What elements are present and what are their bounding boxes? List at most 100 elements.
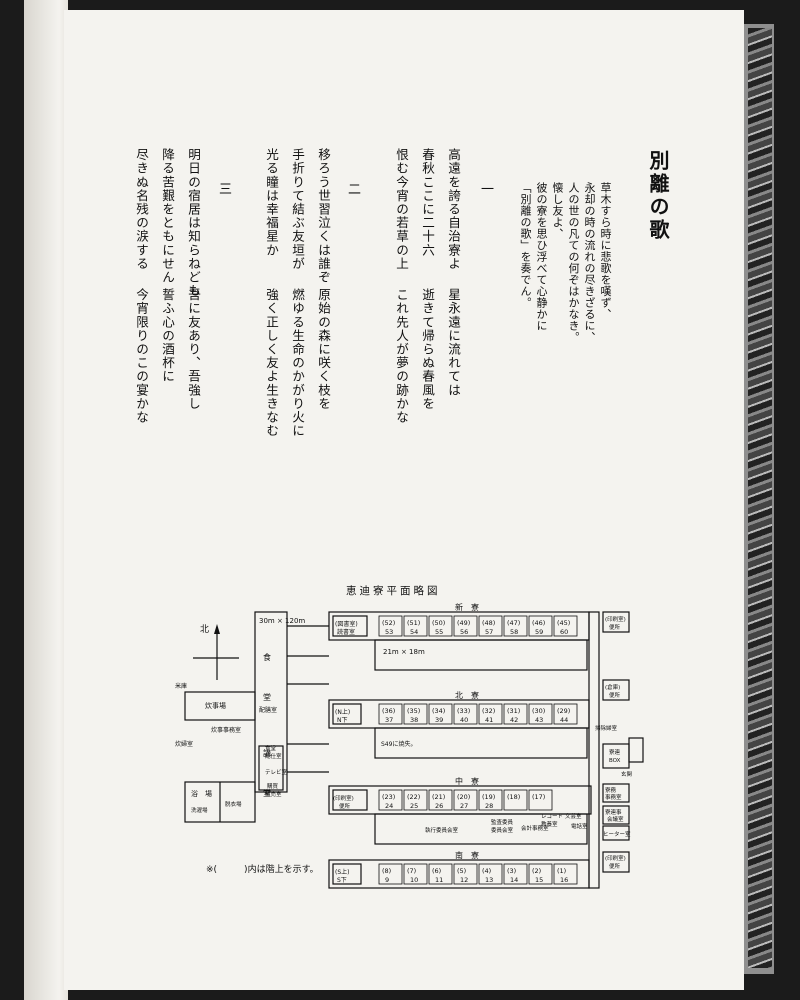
new-wing-room-lower: 57 <box>485 628 493 636</box>
north-wing-room-upper: (34) <box>432 707 445 715</box>
south-lower-label: S下 <box>337 877 347 884</box>
verse-3-line-1: 明日の宿居は知らねども <box>186 148 201 298</box>
dressing-room-label: 脱衣場 <box>225 800 242 808</box>
south-wing-label: 南 寮 <box>455 850 479 860</box>
middle-wing-room-lower: 24 <box>385 802 393 810</box>
verse-3-line-6: 今宵限りのこの宴かな <box>134 288 149 424</box>
middle-wing-rear <box>374 813 588 845</box>
south-wing-room-upper: (4) <box>482 867 491 875</box>
toilet-south-label: 便所 <box>609 862 621 870</box>
north-wing-room-cell <box>503 703 528 725</box>
north-wing-room-cell <box>403 703 428 725</box>
verse-2-line-4: 原始の森に咲く枝を <box>316 288 331 411</box>
south-wing-room-cell <box>403 863 428 885</box>
middle-wing-room-cell <box>453 789 478 811</box>
phone-room-label: 電話室 <box>571 822 588 830</box>
north-wing-room-lower: 43 <box>535 716 543 724</box>
dish-room-label: 配膳室 <box>259 706 277 714</box>
north-wing-room-upper: (36) <box>382 707 395 715</box>
north-upper-label: (N上) <box>335 708 350 716</box>
south-wing-room-cell <box>478 863 503 885</box>
storage-label: (倉庫) <box>605 683 620 691</box>
kitchen-label: 炊事場 <box>205 701 226 710</box>
new-wing-room-lower: 56 <box>460 628 468 636</box>
middle-wing-room-lower: 25 <box>410 802 418 810</box>
meeting-room-label: 会議室 <box>607 815 624 823</box>
cook-room-label: 炊婦室 <box>175 740 193 748</box>
north-wing-room-lower: 38 <box>410 716 418 724</box>
middle-wing-room-upper: (22) <box>407 793 420 801</box>
intro-line-4: 懐し友よ、 <box>551 182 564 240</box>
union-meeting-label: 寮連事 <box>605 808 622 816</box>
book-page <box>64 10 744 990</box>
north-wing-room-cell <box>378 703 403 725</box>
heater-room-label: ヒーター室 <box>603 830 631 838</box>
north-wing-rear <box>374 727 588 759</box>
middle-wing-room-cell <box>403 789 428 811</box>
south-wing-room-lower: 16 <box>560 876 568 884</box>
new-wing-room-lower: 54 <box>410 628 418 636</box>
north-wing-room-cell <box>428 703 453 725</box>
kitchen-office-label: 炊事事務室 <box>211 726 241 734</box>
north-wing-room-lower: 37 <box>385 716 393 724</box>
new-wing-room-lower: 60 <box>560 628 568 636</box>
dining-label-2: 堂 <box>263 692 271 702</box>
toilet-north-label: 便所 <box>609 691 621 699</box>
middle-wing-room-lower: 26 <box>435 802 443 810</box>
new-wing-room-lower: 55 <box>435 628 443 636</box>
print-room-middle-label: (印刷室) <box>333 794 354 802</box>
new-wing-room-cell <box>478 615 503 637</box>
middle-wing-room-lower: 28 <box>485 802 493 810</box>
north-wing-room-cell <box>478 703 503 725</box>
new-wing-room-upper: (50) <box>432 619 445 627</box>
north-wing-room-upper: (30) <box>532 707 545 715</box>
middle-wing-room-cell <box>428 789 453 811</box>
verse-2-line-2: 手折りて結ぶ友垣が <box>290 148 305 271</box>
north-wing-room-lower: 39 <box>435 716 443 724</box>
verse-1-line-6: これ先人が夢の跡かな <box>394 288 409 424</box>
south-wing-room-upper: (1) <box>557 867 566 875</box>
facing-page-photo <box>748 28 772 968</box>
south-wing-room-cell <box>453 863 478 885</box>
middle-wing-room-upper: (20) <box>457 793 470 801</box>
lecture-label-2: 堂 <box>263 788 271 798</box>
intro-line-2: 永却の時の流れの尽きざるに、 <box>583 182 596 343</box>
south-wing-room-lower: 10 <box>410 876 418 884</box>
middle-wing-room-cell <box>528 789 553 811</box>
committee-room-label: 執行委員会室 <box>425 826 459 834</box>
south-wing-room-cell <box>378 863 403 885</box>
bath-label: 浴 場 <box>191 789 212 798</box>
new-wing-room-lower: 58 <box>510 628 518 636</box>
verse-2-line-3: 光る瞳は幸福星か <box>264 148 279 257</box>
audit-committee-label: 監査委員 <box>491 818 514 826</box>
middle-wing-room-cell <box>378 789 403 811</box>
shop-label: 購買 <box>267 782 279 790</box>
main-dimensions: 30m × 120m <box>259 617 305 625</box>
south-wing-room-lower: 14 <box>510 876 518 884</box>
new-wing-room-cell <box>528 615 553 637</box>
new-wing-room-cell <box>378 615 403 637</box>
north-wing-room-upper: (33) <box>457 707 470 715</box>
north-wing-room-cell <box>528 703 553 725</box>
service-room-label: 配仕室 <box>265 752 282 760</box>
office-room-label: 事務室 <box>605 793 622 801</box>
new-wing-room-cell <box>503 615 528 637</box>
new-wing-label: 新 寮 <box>455 602 479 612</box>
dining-label-1: 食 <box>263 652 271 662</box>
cleaning-room-label: 掃除婦室 <box>595 724 618 732</box>
middle-wing-room-upper: (18) <box>507 793 520 801</box>
toilet-new-label: 便所 <box>609 623 621 631</box>
middle-wing-room-upper: (21) <box>432 793 445 801</box>
middle-wing-room-upper: (17) <box>532 793 545 801</box>
floorplan-title: 恵迪寮平面略図 <box>346 585 441 597</box>
library-label: (図書室) <box>335 620 358 628</box>
middle-wing-room-upper: (19) <box>482 793 495 801</box>
floorplan-note: ※( )内は階上を示す。 <box>206 865 319 875</box>
verse-1-line-5: 逝きて帰らぬ春風を <box>420 288 435 411</box>
south-wing-room-lower: 13 <box>485 876 493 884</box>
print-room-south-label: (印刷室) <box>605 854 626 862</box>
verse-3-line-4: 吾に友あり、吾強し <box>186 288 201 411</box>
verse-2-line-1: 移ろう世習泣くは誰ぞ <box>316 148 331 284</box>
new-wing-room-upper: (47) <box>507 619 520 627</box>
south-wing-room-upper: (8) <box>382 867 391 875</box>
